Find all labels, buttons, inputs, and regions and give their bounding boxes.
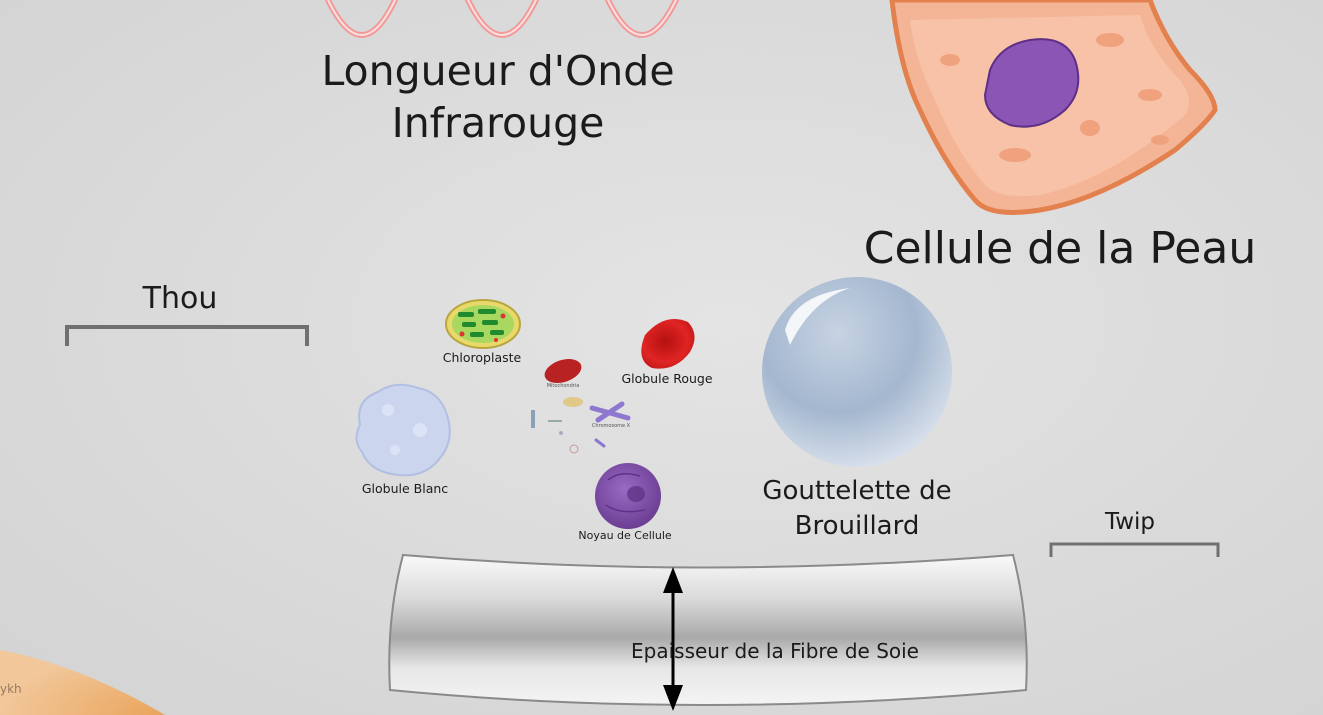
thou-ruler [65, 325, 309, 346]
thou-label: Thou [142, 281, 218, 316]
cell-nucleus-label: Noyau de Cellule [578, 529, 672, 542]
infrared-wave [325, 0, 679, 38]
cell-nucleus-illustration [595, 463, 661, 529]
silk-fiber-label: Epaisseur de la Fibre de Soie [631, 639, 919, 663]
skin-cell-illustration [889, 0, 1218, 215]
mitochondria-label: Mitochondria [546, 383, 580, 389]
corner-decoration [0, 650, 165, 715]
fog-droplet-label-line2: Brouillard [794, 511, 920, 541]
corner-text: ykh [0, 682, 22, 696]
twip-ruler [1049, 542, 1220, 557]
white-blood-cell-label: Globule Blanc [361, 481, 449, 496]
chloroplast-label: Chloroplaste [442, 350, 522, 365]
fog-droplet-label-line1: Gouttelette de [762, 476, 952, 506]
infrared-label-line1: Longueur d'Onde [321, 47, 675, 95]
infrared-label-line2: Infrarouge [391, 99, 605, 147]
fog-droplet-illustration [762, 277, 952, 467]
silk-fiber-illustration [388, 553, 1028, 711]
skin-cell-label: Cellule de la Peau [863, 223, 1257, 274]
chloroplast-illustration [445, 299, 521, 349]
white-blood-cell-illustration [355, 383, 451, 477]
small-organelles-cluster [531, 397, 631, 454]
red-blood-cell-label: Globule Rouge [621, 371, 713, 386]
red-blood-cell-illustration [641, 318, 695, 369]
twip-label: Twip [1104, 509, 1156, 535]
mitochondria-illustration [544, 359, 582, 383]
chromosome-label: Chromosome X [591, 423, 631, 429]
